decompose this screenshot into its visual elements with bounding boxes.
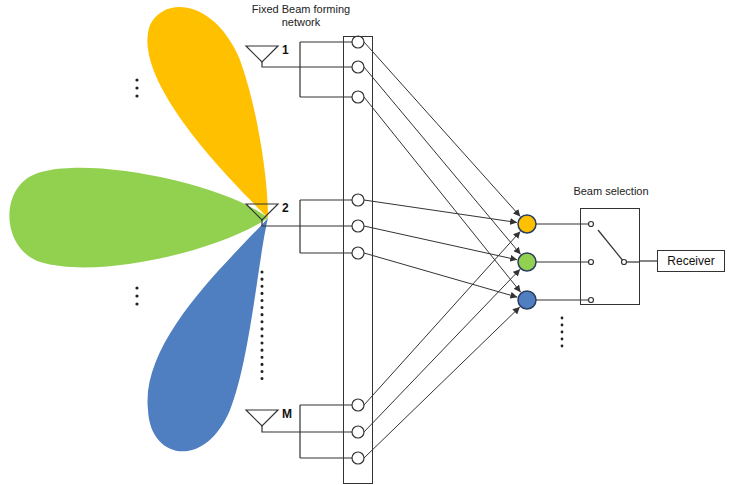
switch-box: Beam selection xyxy=(580,208,640,305)
weight-circle xyxy=(352,36,364,464)
block-label: Receiver xyxy=(667,254,714,268)
beam-lobe xyxy=(9,168,268,268)
block-heading: Fixed Beam forming network xyxy=(246,3,356,29)
antenna-number: 1 xyxy=(282,44,289,57)
antenna-symbol xyxy=(246,42,352,458)
antenna-number: M xyxy=(282,408,292,421)
switch-symbol xyxy=(536,222,640,303)
beam-lobe xyxy=(147,218,268,451)
signal-line xyxy=(640,260,657,261)
beam-combiner xyxy=(518,215,536,309)
ellipsis-dots xyxy=(135,78,138,305)
ellipsis-dots xyxy=(561,317,564,348)
antenna-number: 2 xyxy=(282,202,289,215)
beam-arrow xyxy=(364,42,521,458)
network-box: Fixed Beam forming network xyxy=(343,36,373,484)
block-heading: Beam selection xyxy=(561,185,661,198)
dotted-continuation xyxy=(261,272,264,380)
receiver-box: Receiver xyxy=(657,250,725,272)
